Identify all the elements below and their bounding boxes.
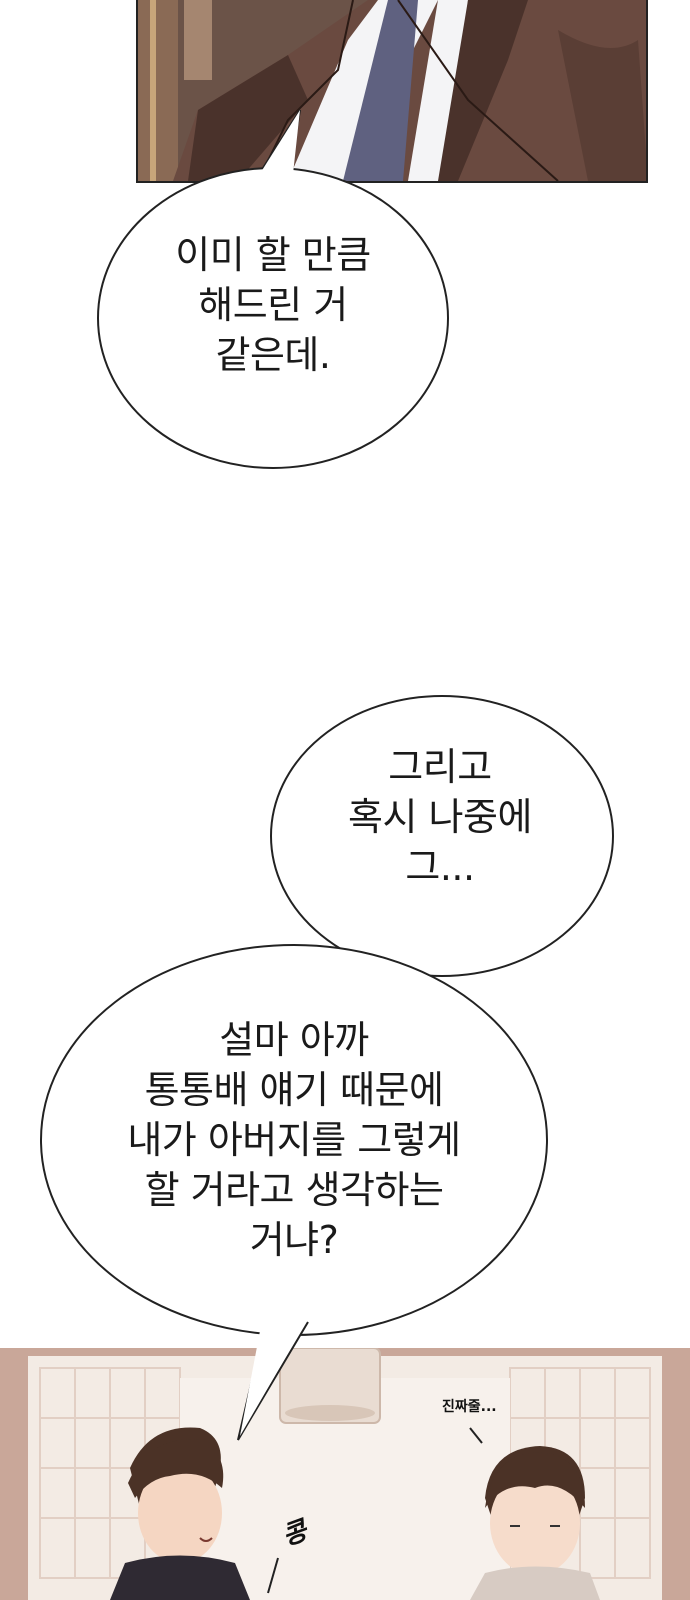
bubble-3-line: 설마 아까 <box>219 1018 369 1062</box>
bubble-1-text: 이미 할 만큼 해드린 거 같은데. <box>95 230 451 380</box>
bottom-panel-room: 진짜줄... 콩 <box>0 1348 690 1600</box>
bubble-2-line: 그... <box>405 845 475 889</box>
bubble-3-line: 할 거라고 생각하는 <box>144 1168 444 1212</box>
bubble-3-line: 거냐? <box>249 1218 339 1262</box>
bubble-3-shape <box>40 944 548 1441</box>
bubble-2-shape <box>270 695 614 977</box>
speech-bubble-3: 설마 아까 통통배 얘기 때문에 내가 아버지를 그렇게 할 거라고 생각하는 … <box>38 940 558 1450</box>
speech-bubble-1: 이미 할 만큼 해드린 거 같은데. <box>95 100 455 470</box>
bubble-1-shape <box>97 109 449 469</box>
room-illustration <box>0 1348 690 1600</box>
bubble-3-line: 내가 아버지를 그렇게 <box>127 1118 461 1162</box>
bubble-1-line: 해드린 거 <box>198 283 348 327</box>
bubble-2-line: 혹시 나중에 <box>348 795 532 839</box>
bubble-1-line: 이미 할 만큼 <box>175 233 371 277</box>
bubble-1-line: 같은데. <box>215 333 331 377</box>
speech-bubble-2: 그리고 혹시 나중에 그... <box>268 690 628 990</box>
bubble-3-line: 통통배 얘기 때문에 <box>144 1068 444 1112</box>
bubble-2-text: 그리고 혹시 나중에 그... <box>268 742 612 892</box>
sfx-whisper: 진짜줄... <box>442 1399 497 1415</box>
bubble-2-line: 그리고 <box>388 745 492 789</box>
bubble-3-text: 설마 아까 통통배 얘기 때문에 내가 아버지를 그렇게 할 거라고 생각하는 … <box>38 1015 550 1265</box>
